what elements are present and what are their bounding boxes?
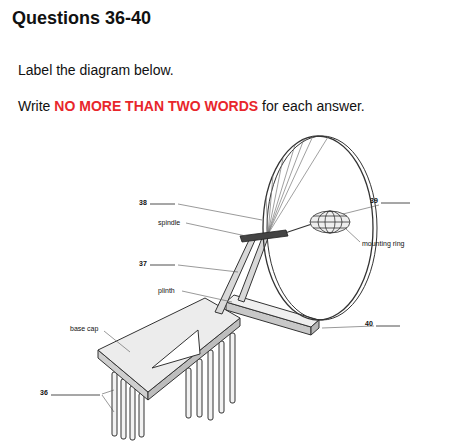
leader-lines bbox=[102, 204, 379, 412]
reflector-wheel bbox=[263, 136, 377, 320]
answer-blanks bbox=[51, 203, 410, 395]
part-label: spindle bbox=[158, 219, 180, 227]
part-label: plinth bbox=[158, 287, 175, 295]
question-heading: Questions 36-40 bbox=[12, 8, 151, 29]
instruction-text: Label the diagram below. bbox=[18, 62, 174, 78]
part-label: mounting ring bbox=[362, 240, 404, 248]
callout-number: 37 bbox=[139, 260, 147, 268]
instruction-line: WriteNO MORE THAN TWO WORDSfor each answ… bbox=[18, 98, 369, 115]
support-legs bbox=[215, 238, 268, 314]
instruction-text: for each answer. bbox=[262, 98, 365, 115]
spindle-bar bbox=[240, 230, 288, 242]
part-label: base cap bbox=[70, 325, 98, 333]
mounting-ring bbox=[310, 211, 350, 233]
callout-number: 40 bbox=[365, 320, 373, 328]
callout-number: 39 bbox=[370, 197, 378, 205]
callout-number: 38 bbox=[139, 199, 147, 207]
instruction-text: Write bbox=[18, 98, 50, 115]
callout-number: 36 bbox=[40, 389, 48, 397]
word-limit: NO MORE THAN TWO WORDS bbox=[54, 98, 258, 115]
